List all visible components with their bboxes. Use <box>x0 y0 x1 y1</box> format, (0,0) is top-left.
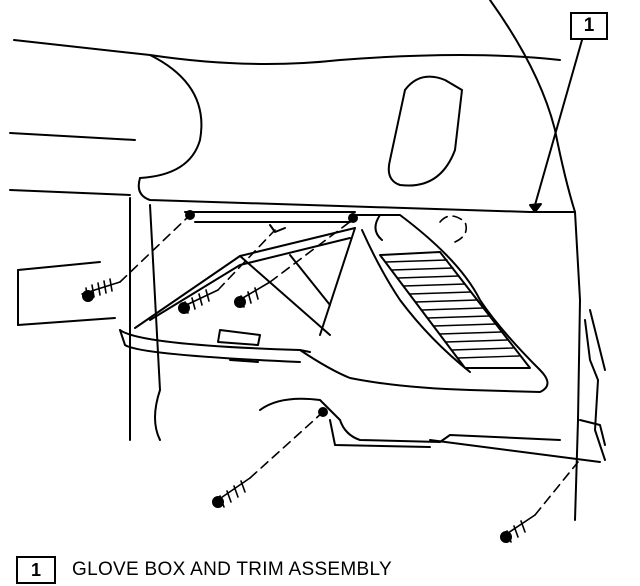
legend-number-box: 1 <box>16 556 56 584</box>
leader-arrow <box>529 39 583 213</box>
dash-vent-opening <box>387 75 463 187</box>
alignment-lines <box>119 214 579 516</box>
legend: 1 GLOVE BOX AND TRIM ASSEMBLY <box>16 556 392 584</box>
callout-number-box: 1 <box>570 12 608 40</box>
callout-number: 1 <box>583 15 595 36</box>
dashboard-upper <box>9 0 576 213</box>
trim-grille <box>379 251 531 369</box>
screw-heads <box>82 210 512 543</box>
legend-label: GLOVE BOX AND TRIM ASSEMBLY <box>72 559 392 580</box>
lower-trim <box>17 211 606 521</box>
glove-box-opening <box>129 197 356 441</box>
glove-box-door <box>299 214 549 393</box>
glove-box-bin <box>119 227 356 363</box>
legend-number: 1 <box>30 559 41 580</box>
